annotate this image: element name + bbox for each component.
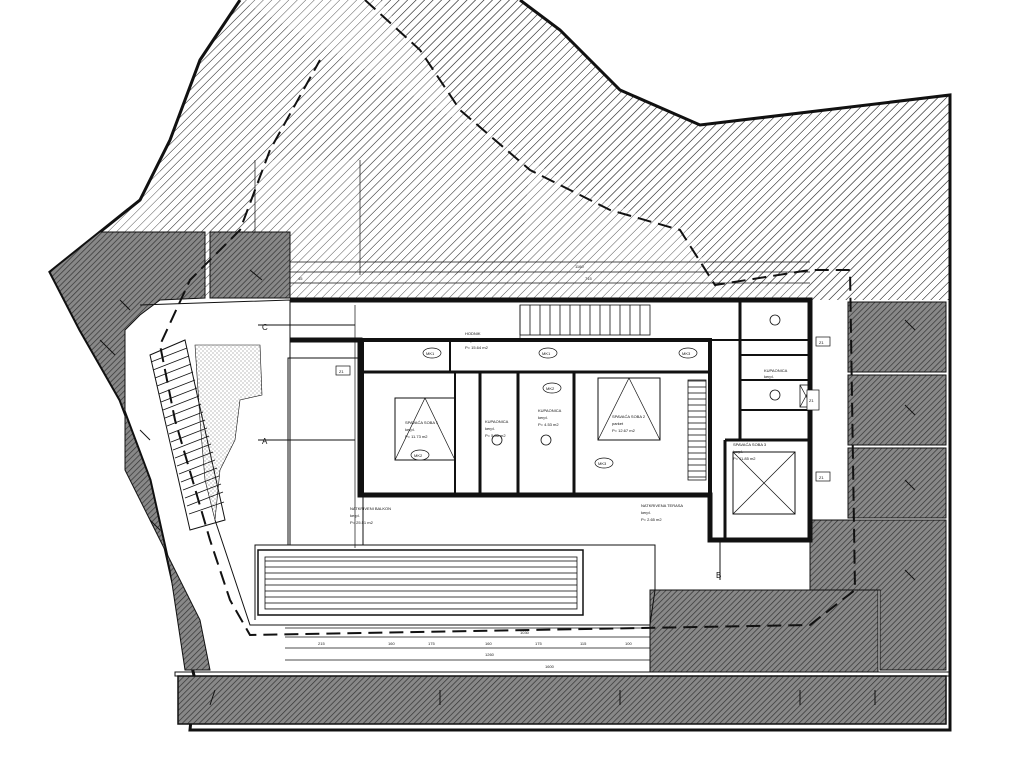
room-bath2-floor: kerpl.	[538, 415, 548, 420]
room-bed3-name: SPAVAĆA SOBA 3	[733, 442, 767, 447]
door-tag-1: MK1	[426, 351, 435, 356]
door-tag-4: MK3	[598, 461, 607, 466]
room-bed1-area: P= 11.73 m2	[405, 434, 428, 439]
dim-bottom-2-4: 160	[485, 641, 492, 646]
building-walls	[290, 297, 813, 543]
window-tag-3: Z1	[819, 475, 824, 480]
room-bath1-name: KUPAONICA	[485, 419, 509, 424]
room-labels: HODNIK kerpl. P= 15.64 m2 SPAVAĆA SOBA 1…	[350, 331, 788, 525]
room-hodnik-name: HODNIK	[465, 331, 481, 336]
room-bath3-floor: kerpl.	[764, 374, 774, 379]
room-bed3-floor: kerpl.	[733, 449, 743, 454]
room-bed3-area: P= 11.85 m2	[733, 456, 756, 461]
door-tag-6: MK1	[542, 351, 551, 356]
room-balcony-name: NATKRIVENI BALKON	[350, 506, 391, 511]
door-tag-5: MK3	[682, 351, 691, 356]
dim-bottom-2-5: 175	[535, 641, 542, 646]
roof-outline-dashed	[158, 0, 857, 637]
section-mark-b: B	[716, 571, 721, 580]
room-bed1-name: SPAVAĆA SOBA 1	[405, 420, 439, 425]
window-tag-1: Z1	[339, 369, 344, 374]
room-terrace-area: P= 2.65 m2	[641, 517, 662, 522]
room-bath3-name: KUPAONICA	[764, 368, 788, 373]
room-bath1-area: P= 5.56 m2	[485, 433, 506, 438]
room-bed1-floor: kerpl.	[405, 427, 415, 432]
room-balcony-floor: kerpl.	[350, 513, 360, 518]
section-mark-a: A	[262, 437, 268, 446]
window-tag-4: Z1	[809, 398, 814, 403]
dim-bottom-4: 1600	[545, 664, 555, 669]
room-bed2-name: SPAVAĆA SOBA 2	[612, 414, 646, 419]
room-balcony-area: P= 25.51 m2	[350, 520, 374, 525]
dim-top-3: 45	[298, 276, 303, 281]
section-marks: C A B	[258, 323, 721, 580]
dim-bottom-2-6: 115	[580, 641, 587, 646]
door-tag-2: MK2	[414, 453, 423, 458]
dim-bottom-2-7: 100	[625, 641, 632, 646]
room-hodnik-area: P= 15.64 m2	[465, 345, 489, 350]
dimension-labels: 1160 715 45 1030 215 160 175 160 175 115…	[298, 264, 632, 669]
terrace-outlines	[139, 299, 951, 677]
window-tag-2: Z1	[819, 340, 824, 345]
dim-bottom-2-3: 175	[428, 641, 435, 646]
terrain-slope	[100, 0, 950, 300]
room-bed2-area: P= 12.67 m2	[612, 428, 636, 433]
construction-lines	[254, 160, 810, 661]
dim-top-2: 715	[585, 276, 592, 281]
window-tags: Z1 Z1 Z1 Z1	[335, 336, 831, 482]
dim-bottom-2-1: 215	[318, 641, 325, 646]
room-bath2-name: KUPAONICA	[538, 408, 562, 413]
room-hodnik-floor: kerpl.	[465, 338, 475, 343]
dim-bottom-1: 1030	[520, 630, 530, 635]
slope-arrows	[99, 269, 916, 706]
door-tags: MK1 MK2 MK2 MK3 MK3 MK1	[410, 347, 698, 469]
garden-area	[194, 344, 263, 521]
dim-top-1: 1160	[575, 264, 584, 269]
door-tag-3: MK2	[546, 386, 555, 391]
pool	[257, 549, 584, 616]
room-bath1-floor: kerpl.	[485, 426, 495, 431]
section-mark-c: C	[262, 323, 268, 332]
paved-zones	[49, 231, 947, 725]
room-terrace-floor: kerpl.	[641, 510, 651, 515]
room-terrace-name: NATKRIVENA TERASA	[641, 503, 683, 508]
room-bed2-floor: parket	[612, 421, 624, 426]
dim-bottom-2-2: 160	[388, 641, 395, 646]
room-bath2-area: P= 4.53 m2	[538, 422, 559, 427]
dim-bottom-3: 1260	[485, 652, 495, 657]
